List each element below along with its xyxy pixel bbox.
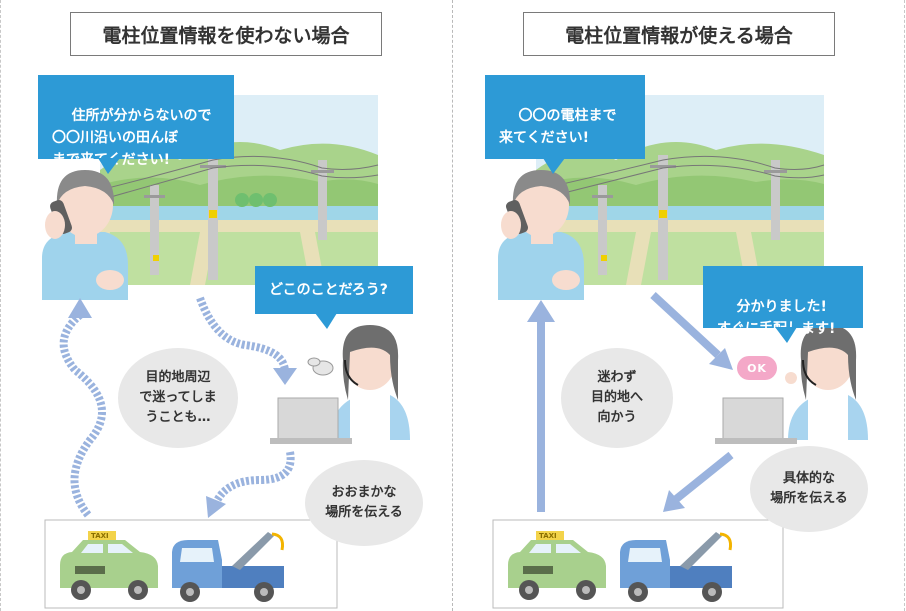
vague-location-text: おおまかな 場所を伝える	[325, 485, 403, 520]
caller-speech-bubble: 住所が分からないので 〇〇川沿いの田んぼ まで来てください!	[38, 75, 234, 174]
left-edge-line	[0, 0, 1, 611]
laptop	[270, 397, 352, 444]
taxi-sign: TAXI	[91, 532, 109, 540]
caller-speech-text: 〇〇の電柱まで 来てください!	[499, 108, 617, 146]
tow-truck	[172, 532, 284, 602]
specific-location-bubble: 具体的な 場所を伝える	[750, 446, 868, 532]
operator-speech-text: どこのことだろう?	[269, 282, 388, 298]
straight-arrows	[537, 292, 734, 512]
confusion-thought-bubble: 目的地周辺 で迷ってしま うことも…	[118, 348, 238, 448]
left-panel-title: 電柱位置情報を使わない場合	[70, 12, 382, 56]
tow-truck	[620, 532, 732, 602]
operator-speech-bubble: 分かりました! すぐに手配します!	[703, 266, 863, 343]
operator-person	[307, 325, 410, 440]
taxi	[60, 531, 158, 600]
confusion-text: 目的地周辺 で迷ってしま うことも…	[139, 370, 217, 425]
caller-person	[42, 170, 128, 300]
landscape-image	[99, 95, 379, 285]
specific-location-text: 具体的な 場所を伝える	[770, 471, 848, 506]
laptop	[715, 397, 797, 444]
panel-without-pole-info: 電柱位置情報を使わない場合 住所が分からないので 〇〇川沿いの田んぼ まで来てく…	[38, 12, 423, 609]
direct-route-text: 迷わず 目的地へ 向かう	[590, 370, 643, 425]
wavy-arrows	[59, 296, 295, 518]
right-panel-title: 電柱位置情報が使える場合	[523, 12, 835, 56]
caller-person	[498, 170, 584, 300]
arrowheads	[527, 300, 733, 512]
direct-route-thought-bubble: 迷わず 目的地へ 向かう	[561, 348, 673, 448]
left-scene-illustration	[42, 95, 410, 609]
right-edge-line	[904, 0, 905, 611]
caller-speech-text: 住所が分からないので 〇〇川沿いの田んぼ まで来てください!	[52, 108, 212, 168]
vague-location-bubble: おおまかな 場所を伝える	[305, 460, 423, 546]
panel-with-pole-info: 電柱位置情報が使える場合 〇〇の電柱まで 来てください! 分かりました! すぐに…	[453, 0, 906, 611]
taxi-sign: TAXI	[539, 532, 557, 540]
right-scene-illustration	[492, 95, 868, 609]
panel-divider	[452, 0, 453, 611]
ok-badge: OK	[737, 356, 777, 380]
operator-speech-bubble: どこのことだろう?	[255, 266, 413, 329]
taxi	[508, 531, 606, 600]
caller-speech-bubble: 〇〇の電柱まで 来てください!	[485, 75, 645, 174]
arrowheads	[68, 298, 297, 518]
operator-person	[785, 325, 868, 440]
